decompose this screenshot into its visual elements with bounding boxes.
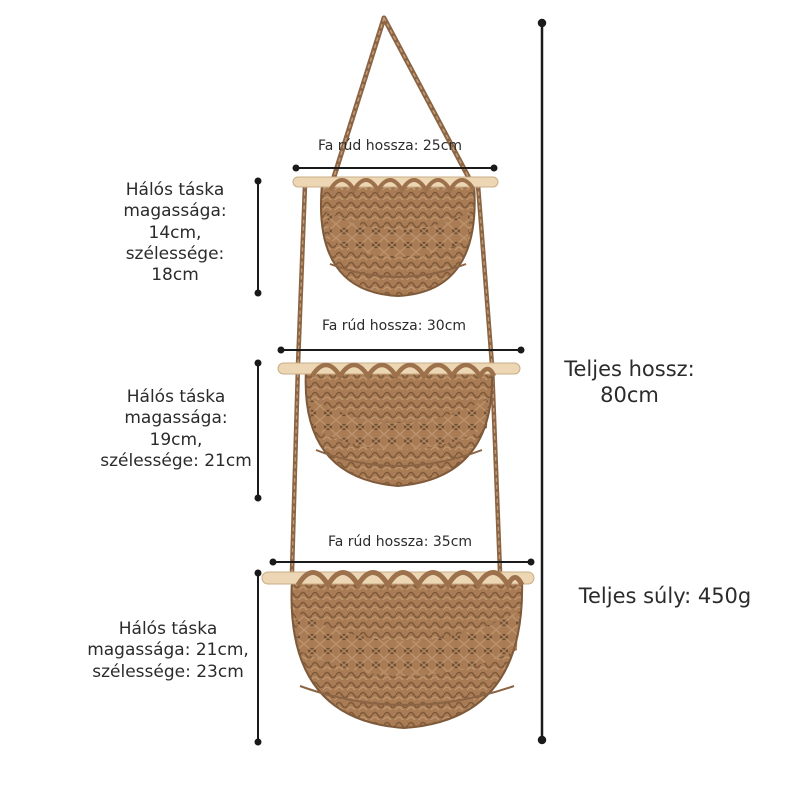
rod-measure-lines (269, 164, 535, 566)
basket-bottom-size-label: Hálós táska magassága: 21cm, szélessége:… (87, 619, 249, 682)
basket-middle-size-label: Hálós táska magassága: 19cm, szélessége:… (100, 387, 252, 471)
height-measure-lines (254, 177, 262, 746)
basket-bottom-rim (295, 570, 525, 591)
rod-top-label: Fa rúd hossza: 25cm (318, 138, 463, 154)
total-length-line (537, 18, 547, 745)
basket-top-size-label: Hálós táska magassága: 14cm, szélessége:… (123, 180, 227, 285)
basket-middle (304, 369, 494, 488)
basket-top (320, 183, 476, 298)
basket-top-rim (328, 178, 476, 194)
basket-middle-rim (310, 362, 497, 381)
rod-bottom-label: Fa rúd hossza: 35cm (328, 534, 473, 550)
basket-bottom (290, 579, 524, 730)
rod-middle-label: Fa rúd hossza: 30cm (322, 318, 467, 334)
total-weight-label: Teljes súly: 450g (578, 584, 752, 608)
total-length-label: Teljes hossz: 80cm (564, 357, 695, 408)
